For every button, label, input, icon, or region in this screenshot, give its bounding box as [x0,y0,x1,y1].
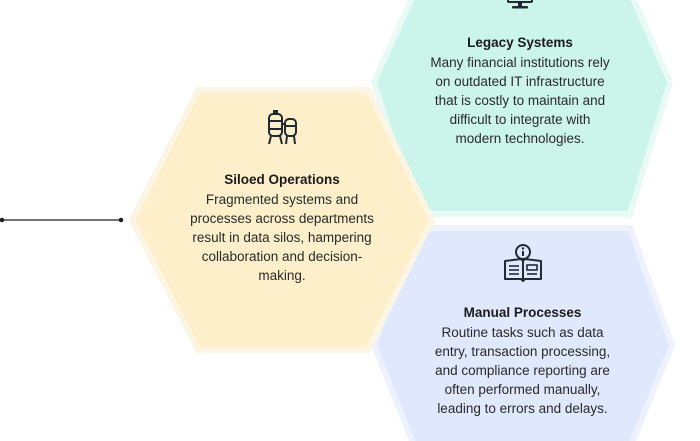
manual-book-icon [503,244,542,282]
legacy-body: Many financial institutions rely on outd… [410,53,630,148]
hexagon-siloed [129,87,435,353]
hexagon-legacy [371,0,673,217]
siloed-body-line: Fragmented systems and [205,192,359,207]
siloed-body: Fragmented systems and processes across … [172,190,392,285]
manual-body: Routine tasks such as data entry, transa… [410,323,635,418]
connector-end-dot [118,217,124,223]
manual-icon-holder [410,243,635,303]
siloed-body-line: result in data silos, hampering [192,230,372,245]
manual-processes-card: Manual Processes Routine tasks such as d… [410,243,635,418]
legacy-title: Legacy Systems [467,35,573,50]
manual-body-line: often performed manually, [444,382,601,397]
manual-title: Manual Processes [463,305,582,320]
siloed-title: Siloed Operations [224,172,340,187]
legacy-body-line: on outdated IT infrastructure [435,74,605,89]
manual-body-line: Routine tasks such as data [441,325,604,340]
hexagon-manual [371,225,675,441]
manual-body-line: and compliance reporting are [435,363,610,378]
siloed-body-line: processes across departments [190,211,374,226]
manual-body-line: entry, transaction processing, [434,344,611,359]
monitor-icon [507,0,533,9]
legacy-body-line: Many financial institutions rely [430,55,610,70]
siloed-icon-holder [172,108,392,170]
manual-body-line: leading to errors and delays. [437,401,608,416]
legacy-systems-card: Legacy Systems Many financial institutio… [410,33,630,148]
connector-start-dot [0,217,5,223]
storage-tanks-icon [268,110,297,145]
siloed-operations-card: Siloed Operations Fragmented systems and… [172,108,392,285]
legacy-icon-holder [500,0,540,17]
siloed-body-line: collaboration and decision- [201,249,363,264]
siloed-body-line: making. [258,268,306,283]
legacy-body-line: modern technologies. [455,131,585,146]
legacy-body-line: that is costly to maintain and [434,93,606,108]
legacy-body-line: difficult to integrate with [449,112,591,127]
